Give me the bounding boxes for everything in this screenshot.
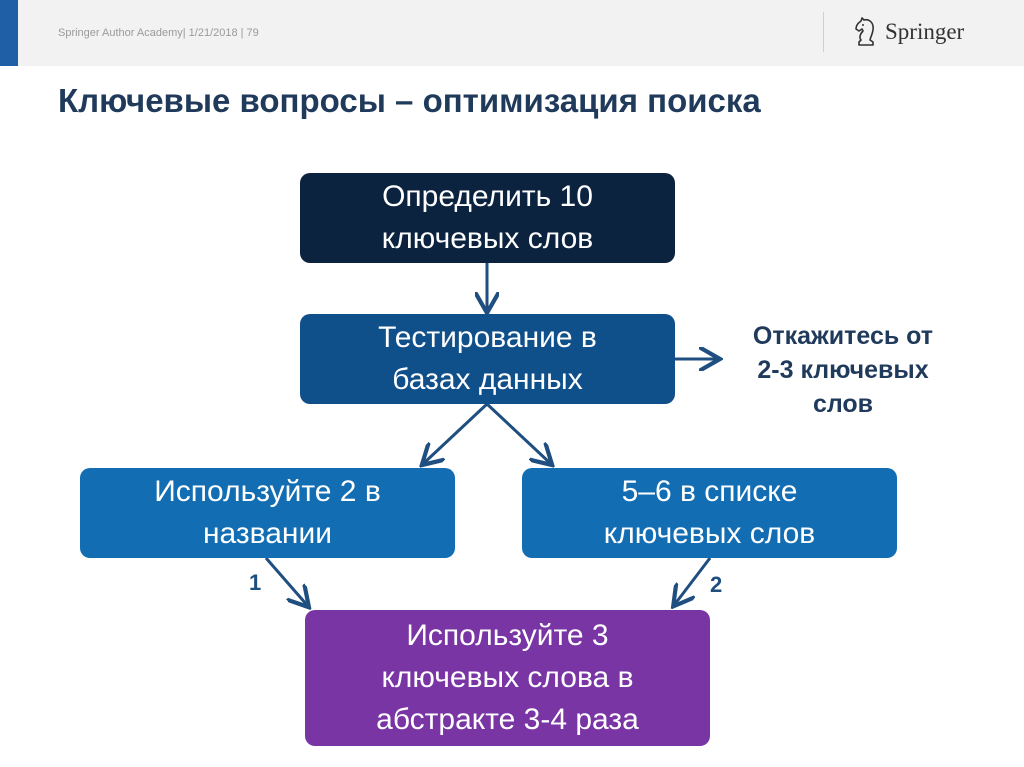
springer-logo: Springer	[853, 14, 964, 50]
drop-note-line-1: Откажитесь от	[752, 322, 934, 350]
node-test-line-1: Тестирование в	[378, 321, 597, 354]
edge-label-1: 1	[249, 570, 262, 595]
header-band	[0, 0, 1024, 66]
edge-label-2: 2	[710, 572, 723, 597]
springer-logo-text: Springer	[885, 19, 965, 44]
node-test-line-2: базах данных	[392, 363, 583, 396]
header-meta-text: Springer Author Academy| 1/21/2018 | 79	[58, 27, 259, 39]
header-accent-bar	[0, 0, 18, 66]
node-define-keywords: Определить 10 ключевых слов	[300, 173, 675, 263]
node-abstract-line-2: ключевых слова в	[381, 661, 634, 694]
node-test-databases: Тестирование в базах данных	[300, 314, 675, 404]
arrow-test-to-list	[485, 402, 550, 463]
drop-note-line-3: слов	[812, 389, 874, 418]
node-list-line-2: ключевых слов	[603, 517, 816, 550]
node-use-in-title: Используйте 2 в названии	[80, 468, 455, 558]
slide-title: Ключевые вопросы – оптимизация поиска	[58, 82, 761, 119]
springer-knight-icon	[855, 17, 874, 46]
node-abstract-line-3: абстракте 3-4 раза	[376, 703, 639, 736]
drop-note-line-2: 2-3 ключевых	[757, 355, 929, 384]
header-divider	[823, 12, 824, 52]
node-define-line-2: ключевых слов	[381, 222, 594, 255]
node-abstract-line-1: Используйте 3	[406, 619, 609, 652]
node-title-line-2: названии	[202, 517, 333, 550]
node-use-in-abstract: Используйте 3 ключевых слова в абстракте…	[305, 610, 710, 746]
node-keyword-list: 5–6 в списке ключевых слов	[522, 468, 897, 558]
node-drop-keywords: Откажитесь от 2-3 ключевых слов	[718, 320, 968, 421]
node-title-line-1: Используйте 2 в	[154, 475, 381, 508]
arrow-title-to-abstract	[264, 557, 307, 605]
node-list-line-1: 5–6 в списке	[621, 475, 798, 508]
arrow-list-to-abstract	[675, 557, 712, 604]
arrow-test-to-title	[424, 402, 489, 463]
node-define-line-1: Определить 10	[382, 180, 593, 213]
